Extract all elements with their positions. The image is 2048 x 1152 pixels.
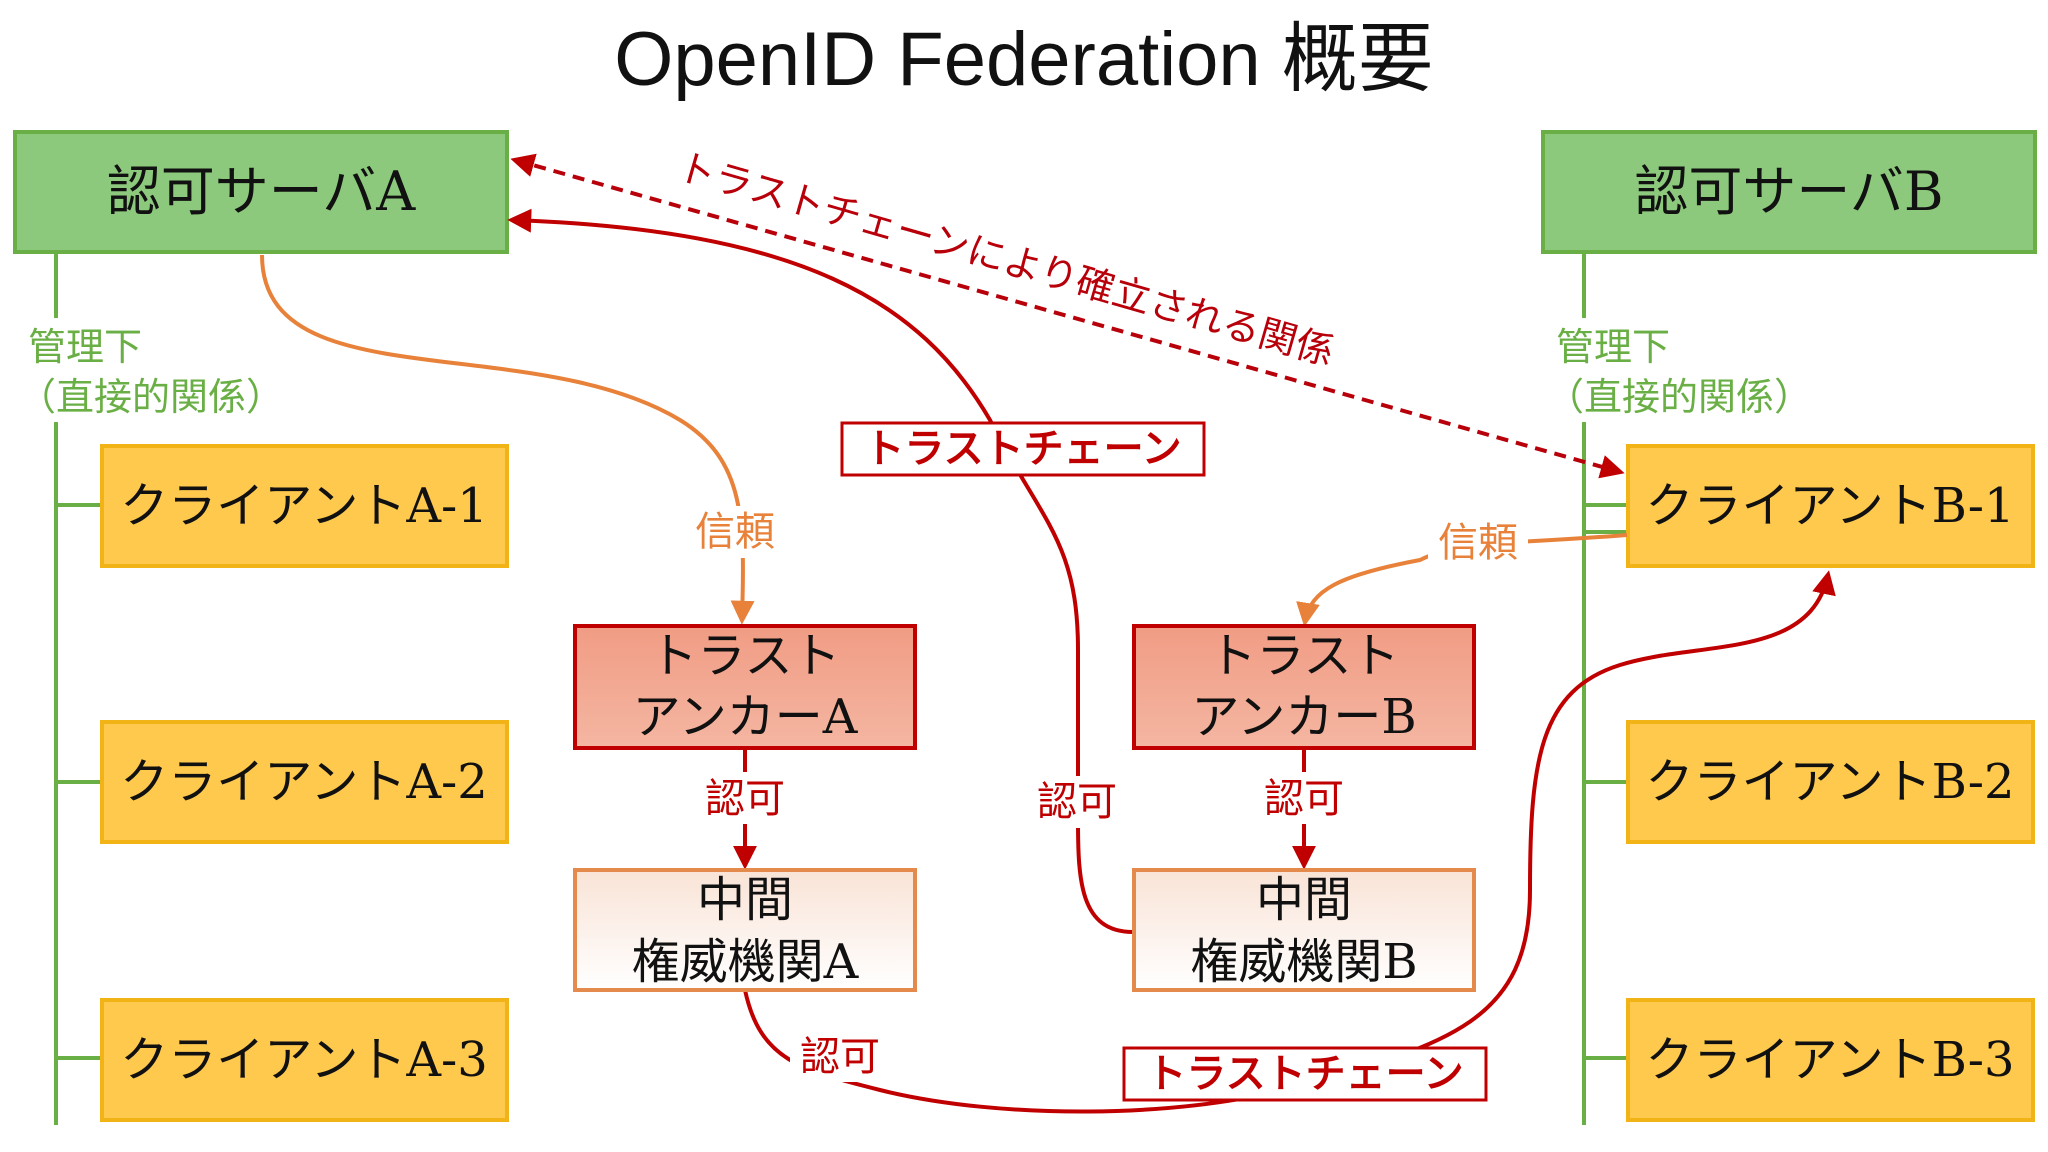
authorize-label-a: 認可 bbox=[705, 776, 785, 822]
client-a-3: クライアントA-3 bbox=[100, 998, 509, 1122]
client-b-1-label: クライアントB-1 bbox=[1645, 478, 2014, 534]
intermediate-a-line2: 権威機関A bbox=[632, 934, 860, 990]
trust-anchor-a: トラスト アンカーA bbox=[573, 624, 917, 750]
trust-anchor-a-line1: トラスト bbox=[649, 628, 840, 684]
authorize-label-chain: 認可 bbox=[1037, 779, 1117, 825]
managed-label-b-line2: （直接的関係） bbox=[1546, 375, 1812, 419]
trust-arrow-b bbox=[1296, 533, 1628, 627]
client-b-3: クライアントB-3 bbox=[1626, 998, 2035, 1122]
intermediate-b-line1: 中間 bbox=[1256, 872, 1352, 928]
auth-server-a-label: 認可サーバA bbox=[107, 160, 416, 223]
auth-server-b-label: 認可サーバB bbox=[1634, 160, 1943, 223]
client-a-2-label: クライアントA-2 bbox=[120, 754, 488, 810]
authorize-label-lower: 認可 bbox=[800, 1034, 880, 1080]
intermediate-b-line2: 権威機関B bbox=[1190, 934, 1417, 990]
client-a-1: クライアントA-1 bbox=[100, 444, 509, 568]
trust-label-a: 信頼 bbox=[695, 509, 775, 555]
managed-label-a-line2: （直接的関係） bbox=[18, 375, 284, 419]
intermediate-a: 中間 権威機関A bbox=[573, 868, 917, 992]
established-relationship-arrow bbox=[510, 153, 1625, 479]
trust-anchor-b-line1: トラスト bbox=[1208, 628, 1399, 684]
client-b-3-label: クライアントB-3 bbox=[1645, 1032, 2014, 1088]
trust-anchor-b: トラスト アンカーB bbox=[1132, 624, 1476, 750]
established-relationship-label: トラストチェーンにより確立される関係 bbox=[673, 144, 1339, 374]
client-a-3-label: クライアントA-3 bbox=[120, 1032, 488, 1088]
trust-chain-path-lower bbox=[743, 570, 1836, 1114]
trust-anchor-a-line2: アンカーA bbox=[633, 689, 859, 745]
authorize-label-b: 認可 bbox=[1264, 776, 1344, 822]
trust-chain-label-lower: トラストチェーン bbox=[1122, 1046, 1488, 1102]
trust-label-b: 信頼 bbox=[1438, 520, 1518, 566]
trust-chain-label-upper-text: トラストチェーン bbox=[864, 425, 1181, 472]
trust-anchor-b-line2: アンカーB bbox=[1191, 689, 1416, 745]
client-b-2: クライアントB-2 bbox=[1626, 720, 2035, 844]
client-a-2: クライアントA-2 bbox=[100, 720, 509, 844]
intermediate-b: 中間 権威機関B bbox=[1132, 868, 1476, 992]
managed-label-b-line1: 管理下 bbox=[1556, 325, 1670, 369]
intermediate-a-line1: 中間 bbox=[697, 872, 793, 928]
client-b-1: クライアントB-1 bbox=[1626, 444, 2035, 568]
managed-label-a-line1: 管理下 bbox=[28, 325, 142, 369]
trust-chain-label-lower-text: トラストチェーン bbox=[1146, 1050, 1463, 1097]
auth-server-a: 認可サーバA bbox=[13, 130, 509, 254]
page-title: OpenID Federation 概要 bbox=[614, 17, 1434, 102]
trust-chain-label-upper: トラストチェーン bbox=[840, 421, 1206, 477]
client-a-1-label: クライアントA-1 bbox=[120, 478, 488, 534]
auth-server-b: 認可サーバB bbox=[1541, 130, 2037, 254]
client-b-2-label: クライアントB-2 bbox=[1645, 754, 2014, 810]
